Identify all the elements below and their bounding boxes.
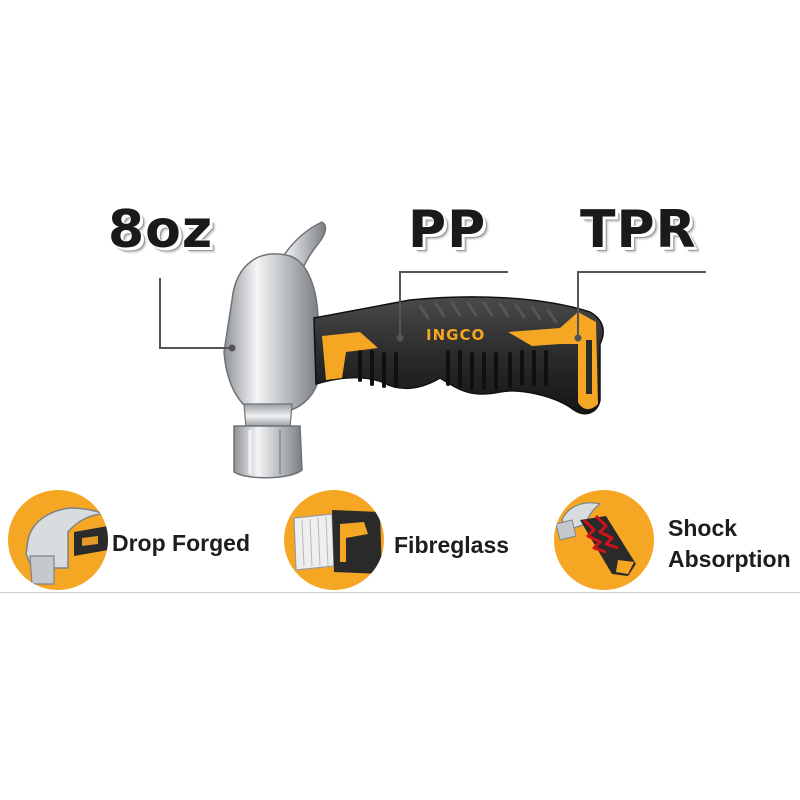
bottom-divider [0, 592, 800, 593]
feature-label-drop-forged: Drop Forged [112, 530, 250, 556]
callout-weight: 8oz [108, 200, 214, 260]
ingco-logo: INGCO [426, 326, 486, 344]
fibreglass-handle-icon [284, 490, 384, 590]
feature-label-shock-absorption: Shock Absorption [668, 515, 791, 572]
hammer-face [233, 425, 303, 479]
feature-label-fibreglass: Fibreglass [394, 532, 510, 558]
forged-head-icon [8, 490, 108, 590]
callout-grip-material: TPR [580, 200, 697, 260]
grip-ribs [358, 348, 548, 390]
callout-core-material: PP [408, 200, 487, 260]
shock-absorption-icon [554, 490, 654, 590]
hammer-head [223, 253, 319, 411]
grip-accent-left [322, 332, 378, 380]
